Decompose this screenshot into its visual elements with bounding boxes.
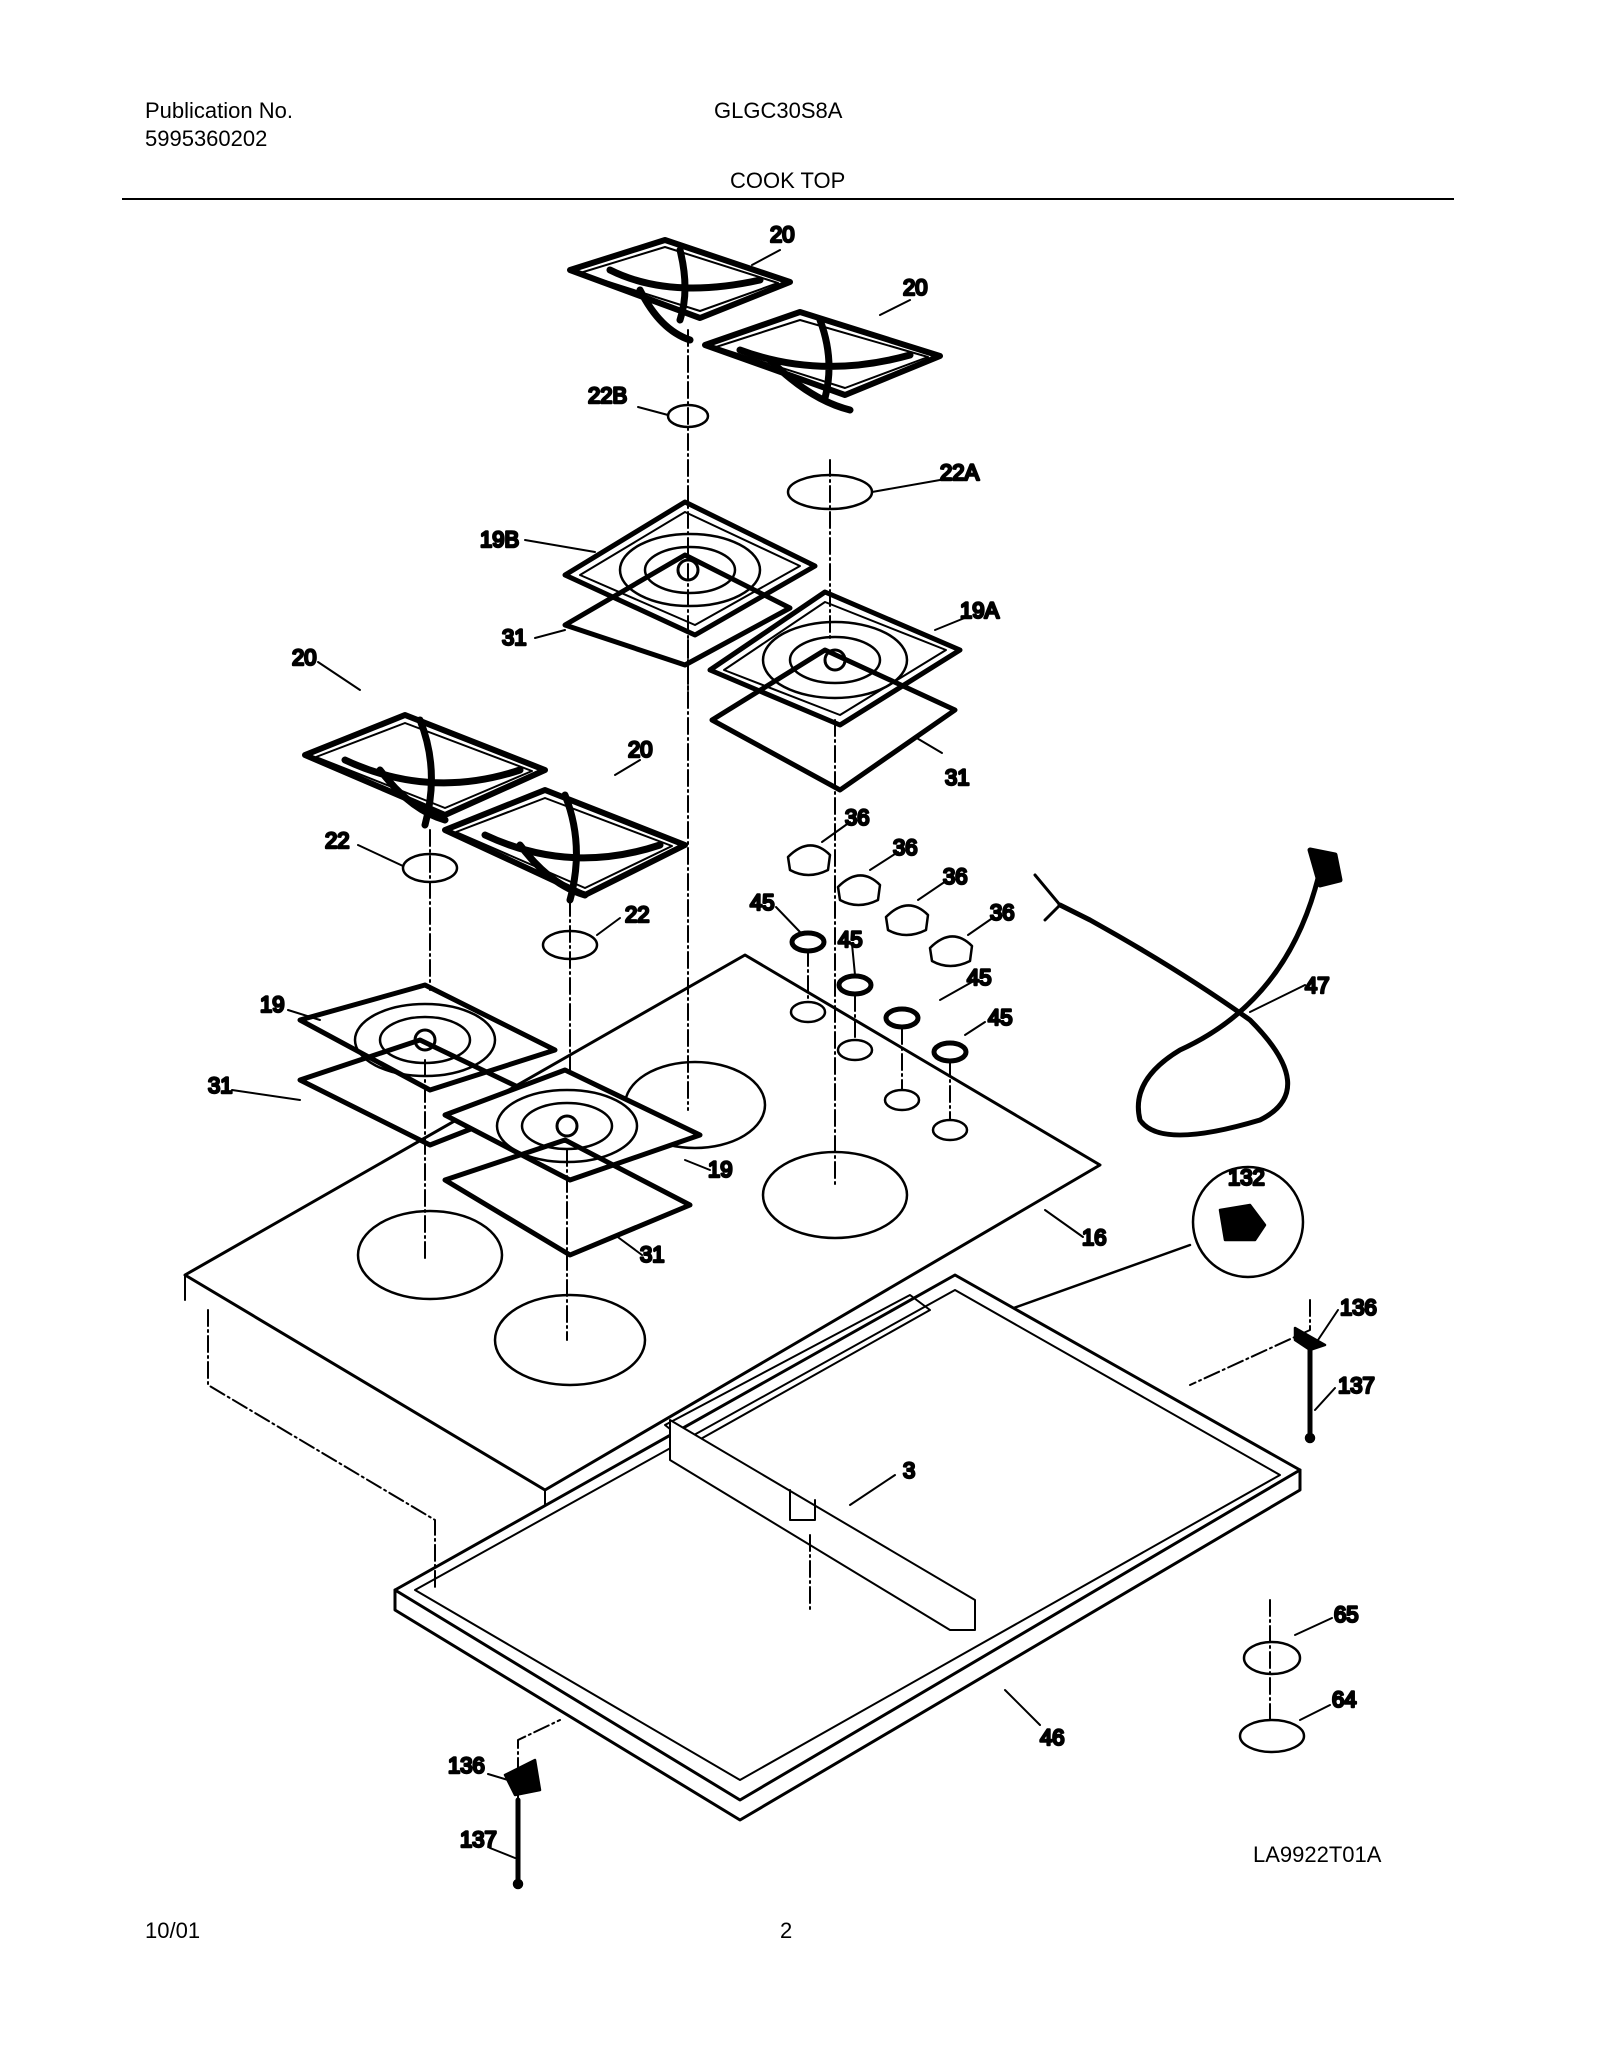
callout-22-left: 22 [325,828,349,853]
header-rule [122,198,1454,200]
grate-left-rear [302,712,548,829]
bracket-left [503,1758,542,1890]
grate-rear-left-top [567,237,793,344]
callout-46: 46 [1040,1725,1064,1750]
callout-20-left-rear: 20 [292,645,316,670]
illustration-code: LA9922T01A [1253,1842,1382,1867]
callout-20-rear-left: 20 [770,222,794,247]
callout-45-3: 45 [967,965,991,990]
callout-45-4: 45 [988,1005,1012,1030]
gasket-31-front [442,1137,693,1258]
callout-22b: 22B [588,383,627,408]
gasket-31-top [562,552,793,668]
callout-20-rear-right: 20 [903,275,927,300]
callout-22a: 22A [940,460,979,485]
callout-19a: 19A [960,598,999,623]
leader-lines [207,329,1311,1801]
plate-65 [1242,1640,1302,1676]
model-number: GLGC30S8A [714,98,843,123]
callout-3: 3 [903,1458,915,1483]
callout-137-left: 137 [460,1827,497,1852]
callout-64: 64 [1332,1687,1356,1712]
publication-number: 5995360202 [145,126,268,151]
callout-19-front: 19 [708,1157,732,1182]
callout-31-right: 31 [945,765,969,790]
callout-16: 16 [1082,1225,1106,1250]
bracket-right [1293,1326,1327,1444]
bezel-row [789,930,969,1064]
callout-132: 132 [1228,1165,1265,1190]
callout-47: 47 [1305,973,1329,998]
callout-31-front: 31 [640,1242,664,1267]
plate-64 [1238,1718,1306,1754]
grate-rear-right-top [702,309,943,414]
support-channel [669,1419,976,1631]
callout-137-right: 137 [1338,1373,1375,1398]
publication-date: 10/01 [145,1918,201,1943]
callout-20-left-front: 20 [628,737,652,762]
callout-136-left: 136 [448,1753,485,1778]
power-cord [1033,847,1343,1138]
callout-31-top: 31 [502,625,526,650]
burner-pan-19b [562,499,818,638]
callout-136-right: 136 [1340,1295,1377,1320]
callout-65: 65 [1334,1602,1358,1627]
callout-31-left: 31 [208,1073,232,1098]
section-title: COOK TOP [730,168,846,193]
callout-45-1: 45 [750,890,774,915]
callout-36-1: 36 [845,805,869,830]
grate-left-front [442,787,688,904]
callout-36-3: 36 [943,864,967,889]
burner-pan-19a [707,589,963,728]
callout-36-2: 36 [893,835,917,860]
knob-row [786,844,974,968]
burner-pan-19-left [297,982,558,1093]
callout-45-2: 45 [838,927,862,952]
callout-22-right: 22 [625,902,649,927]
callout-leaders [231,249,1339,1859]
callout-19b: 19B [480,527,519,552]
page-number: 2 [780,1918,793,1943]
gasket-31-right [709,647,958,793]
callout-19-left: 19 [260,992,284,1017]
publication-label: Publication No. [145,98,293,123]
callout-36-4: 36 [990,900,1014,925]
burner-pan-19-front [442,1067,703,1183]
